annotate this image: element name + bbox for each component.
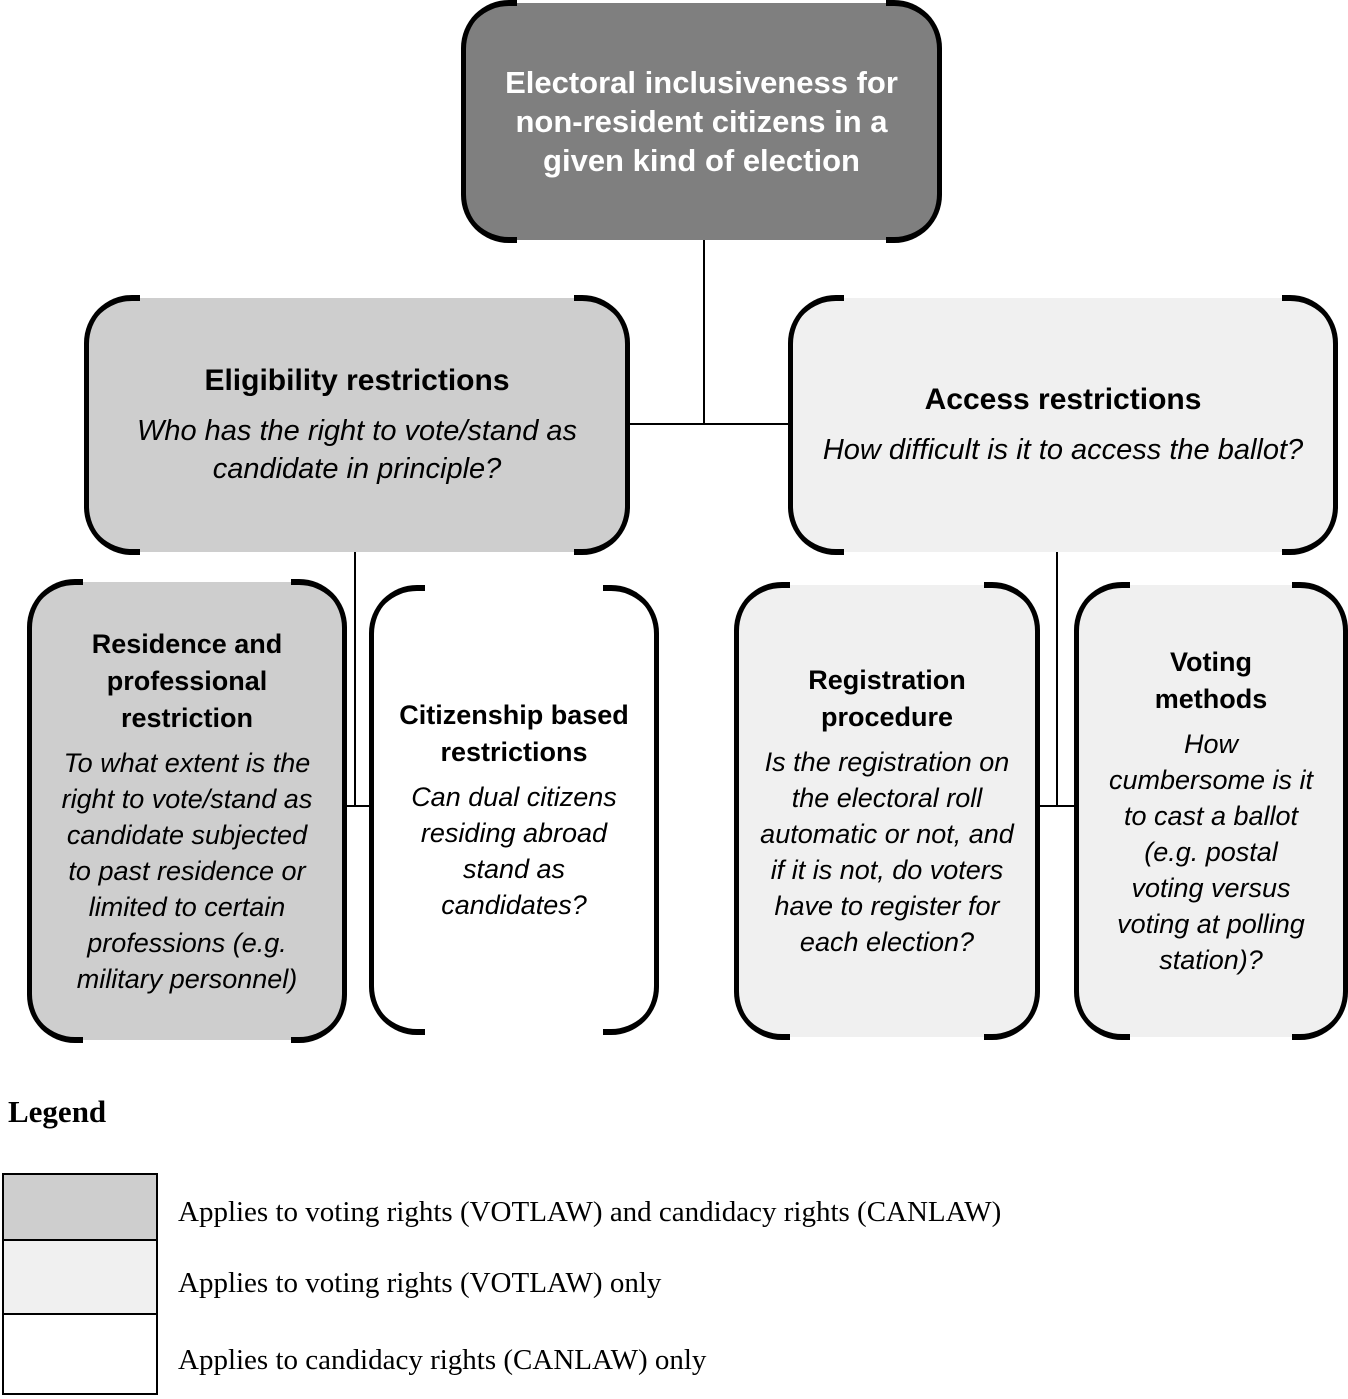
node-title: Registration procedure [808,665,966,732]
node-citizenship-based-restrictions-fill [372,588,656,1032]
node-eligibility-restrictions-fill [87,298,627,552]
connector-eligibility-horizontal [343,805,374,807]
legend-title: Legend [8,1094,107,1129]
node-access-restrictions: Access restrictions How difficult is it … [788,295,1338,555]
connector-eligibility-vertical [354,552,356,807]
connector-root-vertical [703,240,705,424]
node-question: How difficult is it to access the ballot… [822,434,1304,466]
node-voting-methods: Voting methods How cumbersome is it to c… [1074,582,1348,1040]
connector-access-horizontal [1036,805,1078,807]
node-title: Electoral inclusiveness for non-resident… [505,65,898,178]
node-title: Eligibility restrictions [204,364,510,397]
node-title: Voting methods [1154,647,1268,714]
node-question: How cumbersome is it to cast a ballot (e… [1108,729,1314,975]
connector-root-horizontal [627,423,791,425]
node-registration-procedure-fill [737,585,1037,1037]
legend-label-voting-only: Applies to voting rights (VOTLAW) only [178,1267,662,1299]
node-question: Is the registration on the electoral rol… [760,747,1014,957]
node-residence-professional-restriction: Residence and professional restriction T… [27,579,347,1043]
node-title: Access restrictions [924,383,1202,416]
node-eligibility-restrictions: Eligibility restrictions Who has the rig… [84,295,630,555]
legend-label-candidacy-only: Applies to candidacy rights (CANLAW) onl… [178,1344,707,1376]
node-access-restrictions-fill [791,298,1335,552]
node-citizenship-based-restrictions: Citizenship based restrictions Can dual … [369,585,659,1035]
node-electoral-inclusiveness-fill [464,3,939,240]
node-title: Residence and professional restriction [91,628,283,733]
node-question: To what extent is the right to vote/stan… [61,747,313,994]
legend-swatch-candidacy-only [2,1313,158,1395]
node-electoral-inclusiveness: Electoral inclusiveness for non-resident… [461,0,942,243]
node-voting-methods-fill [1077,585,1345,1037]
legend-swatch-voting-only [2,1239,158,1315]
legend-label-both-rights: Applies to voting rights (VOTLAW) and ca… [178,1196,1002,1228]
connector-access-vertical [1056,552,1058,807]
node-question: Who has the right to vote/stand as candi… [136,415,578,485]
node-title: Citizenship based restrictions [399,700,629,767]
node-question: Can dual citizens residing abroad stand … [411,782,617,920]
node-registration-procedure: Registration procedure Is the registrati… [734,582,1040,1040]
legend-swatch-both-rights [2,1173,158,1241]
